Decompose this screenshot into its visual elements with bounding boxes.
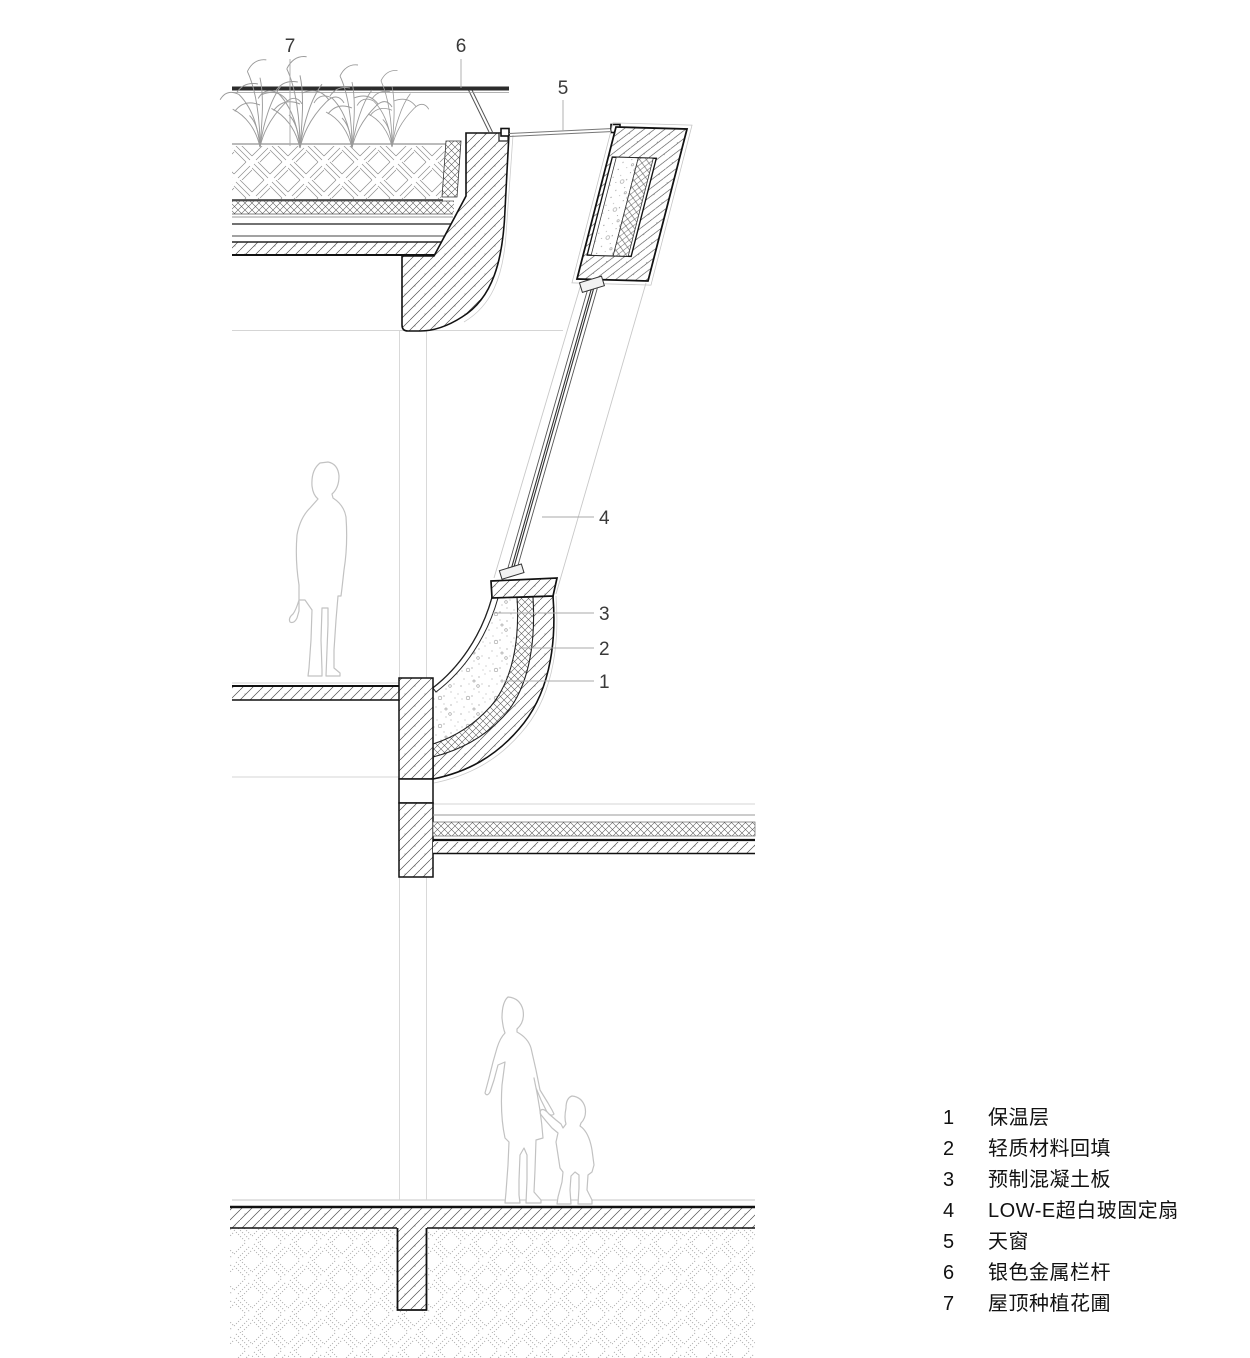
glazing-clamp-top: [578, 275, 606, 294]
legend-item: 5 天窗: [943, 1227, 1179, 1258]
upper-floor-slab: [232, 686, 399, 700]
planter-liner-insulation: [441, 140, 462, 198]
callout-5: 5: [558, 78, 569, 99]
legend-item-label: 保温层: [988, 1107, 1050, 1129]
slab-insulation-layer: [432, 821, 756, 837]
callout-1: 1: [599, 672, 610, 693]
materials-legend: 1 保温层 2 轻质材料回填 3 预制混凝土板 4 LOW-E超白玻固定扇 5 …: [943, 1103, 1179, 1320]
roof-insulation-layer: [232, 201, 454, 214]
planter-plants: [219, 56, 430, 149]
legend-item: 7 屋顶种植花圃: [943, 1289, 1179, 1320]
glazing-clamp-bottom: [498, 563, 525, 580]
legend-item: 4 LOW-E超白玻固定扇: [943, 1196, 1179, 1227]
callout-7: 7: [285, 36, 296, 57]
skylight-frame: [571, 122, 693, 286]
ground-slab: [230, 1207, 755, 1228]
callout-6: 6: [456, 36, 467, 57]
legend-item-number: 4: [943, 1200, 955, 1222]
wall-joint-gap: [398, 778, 434, 804]
slab-concrete: [433, 842, 755, 853]
legend-item-label: LOW-E超白玻固定扇: [988, 1200, 1179, 1222]
roof-edge-concrete: [401, 132, 510, 332]
legend-item-number: 7: [943, 1293, 955, 1315]
callout-2: 2: [599, 639, 610, 660]
shaft-lines: [493, 282, 647, 595]
legend-item-number: 6: [943, 1262, 955, 1284]
person-silhouette-upper: [288, 461, 348, 677]
callout-labels: 7 6 5 4 3 2 1: [285, 36, 610, 693]
planter-soil: [232, 146, 445, 199]
earth-hatch: [230, 1228, 755, 1358]
legend-item-label: 预制混凝土板: [988, 1169, 1111, 1191]
roof-planter-assembly: [232, 127, 514, 332]
middle-floor-slab: [432, 814, 756, 855]
legend-item: 2 轻质材料回填: [943, 1134, 1179, 1165]
legend-item: 1 保温层: [943, 1103, 1179, 1134]
legend-item-label: 轻质材料回填: [988, 1138, 1111, 1160]
roof-slab: [232, 242, 442, 254]
person-silhouette-child: [539, 1095, 595, 1205]
curved-sill-assembly: [432, 577, 559, 784]
frame-insulation: [612, 157, 654, 257]
wall-lower: [398, 802, 434, 878]
sill-precast-panel: [432, 597, 499, 693]
sill-cap: [490, 577, 559, 599]
wall-upper: [398, 677, 434, 780]
glazing-fixing-block: [500, 127, 510, 137]
legend-item-number: 2: [943, 1138, 955, 1160]
legend-item-number: 1: [943, 1107, 955, 1129]
callout-4: 4: [599, 508, 610, 529]
fixed-glazing: [498, 275, 606, 580]
callout-leaders: [289, 59, 594, 682]
upper-floor-and-wall: [232, 677, 434, 878]
legend-item-label: 银色金属栏杆: [988, 1262, 1111, 1284]
footing: [398, 1228, 426, 1309]
callout-3: 3: [599, 604, 610, 625]
person-silhouette-adult: [484, 996, 555, 1204]
skylight-glass: [508, 128, 614, 137]
ground-assembly: [230, 1205, 755, 1358]
legend-item-label: 天窗: [988, 1231, 1029, 1253]
legend-item: 6 银色金属栏杆: [943, 1258, 1179, 1289]
scale-figures: [288, 461, 595, 1205]
legend-item: 3 预制混凝土板: [943, 1165, 1179, 1196]
legend-item-number: 3: [943, 1169, 955, 1191]
legend-item-number: 5: [943, 1231, 955, 1253]
railing-top-bar: [232, 86, 509, 91]
legend-item-label: 屋顶种植花圃: [988, 1293, 1111, 1315]
